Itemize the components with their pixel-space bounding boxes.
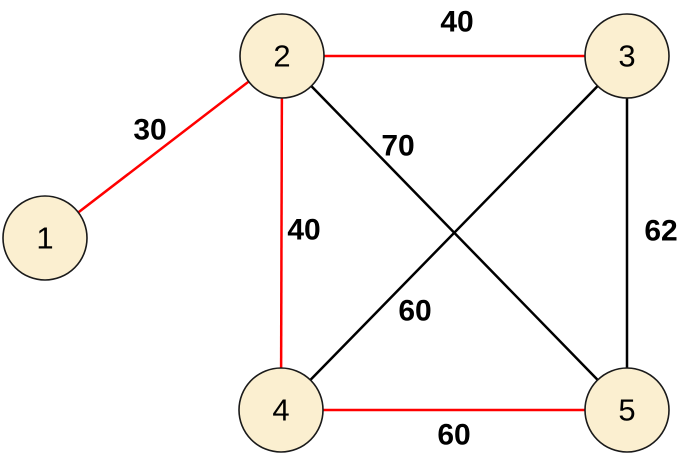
node-1 [2, 195, 88, 281]
node-2 [239, 13, 325, 99]
node-label-4: 4 [272, 393, 289, 428]
edge-3-4 [280, 55, 628, 411]
edge-weight-3-4: 60 [398, 295, 431, 328]
edge-weight-4-5: 60 [437, 419, 470, 452]
node-label-3: 3 [618, 39, 635, 74]
node-3 [584, 13, 670, 99]
node-5 [584, 367, 670, 453]
edge-weight-3-5: 62 [644, 215, 677, 248]
edge-weight-2-4: 40 [287, 214, 320, 247]
edge-weight-1-2: 30 [133, 114, 166, 147]
edge-1-2 [44, 55, 283, 239]
node-label-2: 2 [273, 39, 290, 74]
node-4 [238, 367, 324, 453]
edge-weight-2-5: 70 [381, 130, 414, 163]
node-label-1: 1 [36, 221, 53, 256]
edge-2-4 [279, 55, 284, 411]
node-label-5: 5 [618, 393, 635, 428]
edge-weight-2-3: 40 [440, 6, 473, 39]
